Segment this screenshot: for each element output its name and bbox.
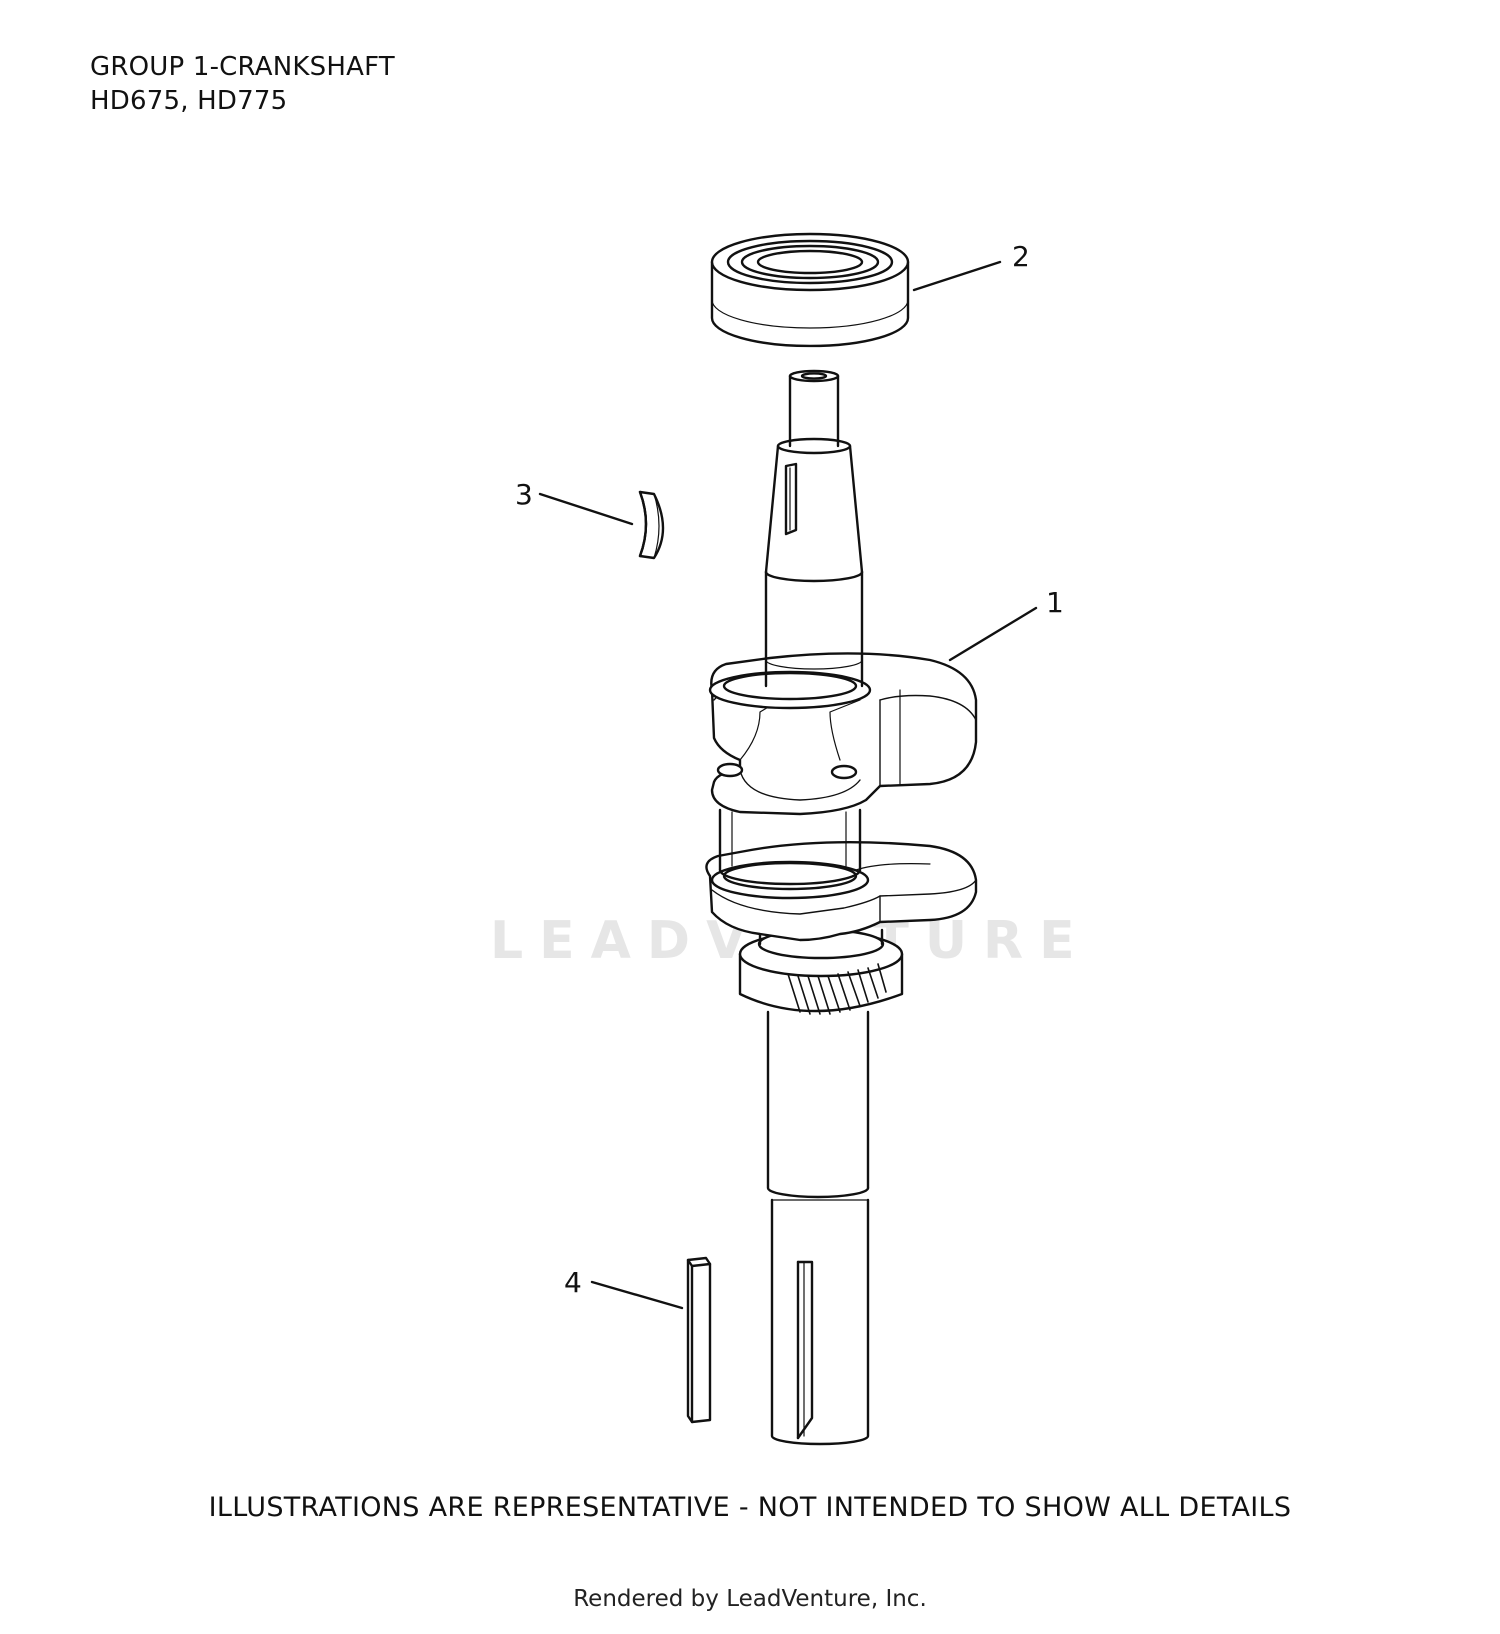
square-key-part[interactable] [686, 1256, 712, 1424]
leader-line-1 [948, 606, 1038, 662]
callout-2[interactable]: 2 [1012, 240, 1030, 273]
callout-4[interactable]: 4 [564, 1266, 582, 1299]
crankshaft-part[interactable] [705, 369, 978, 1446]
diagram-title: GROUP 1-CRANKSHAFT [90, 52, 395, 82]
model-numbers: HD675, HD775 [90, 86, 288, 116]
disclaimer-text: ILLUSTRATIONS ARE REPRESENTATIVE - NOT I… [208, 1492, 1292, 1523]
leader-line-4 [590, 1280, 684, 1310]
leader-line-2 [912, 260, 1002, 292]
callout-3[interactable]: 3 [515, 478, 533, 511]
leader-line-3 [538, 492, 634, 526]
woodruff-key-part[interactable] [638, 490, 665, 560]
rendered-by-credit: Rendered by LeadVenture, Inc. [573, 1586, 927, 1612]
callout-1[interactable]: 1 [1046, 586, 1064, 619]
bearing-part[interactable] [710, 232, 910, 348]
